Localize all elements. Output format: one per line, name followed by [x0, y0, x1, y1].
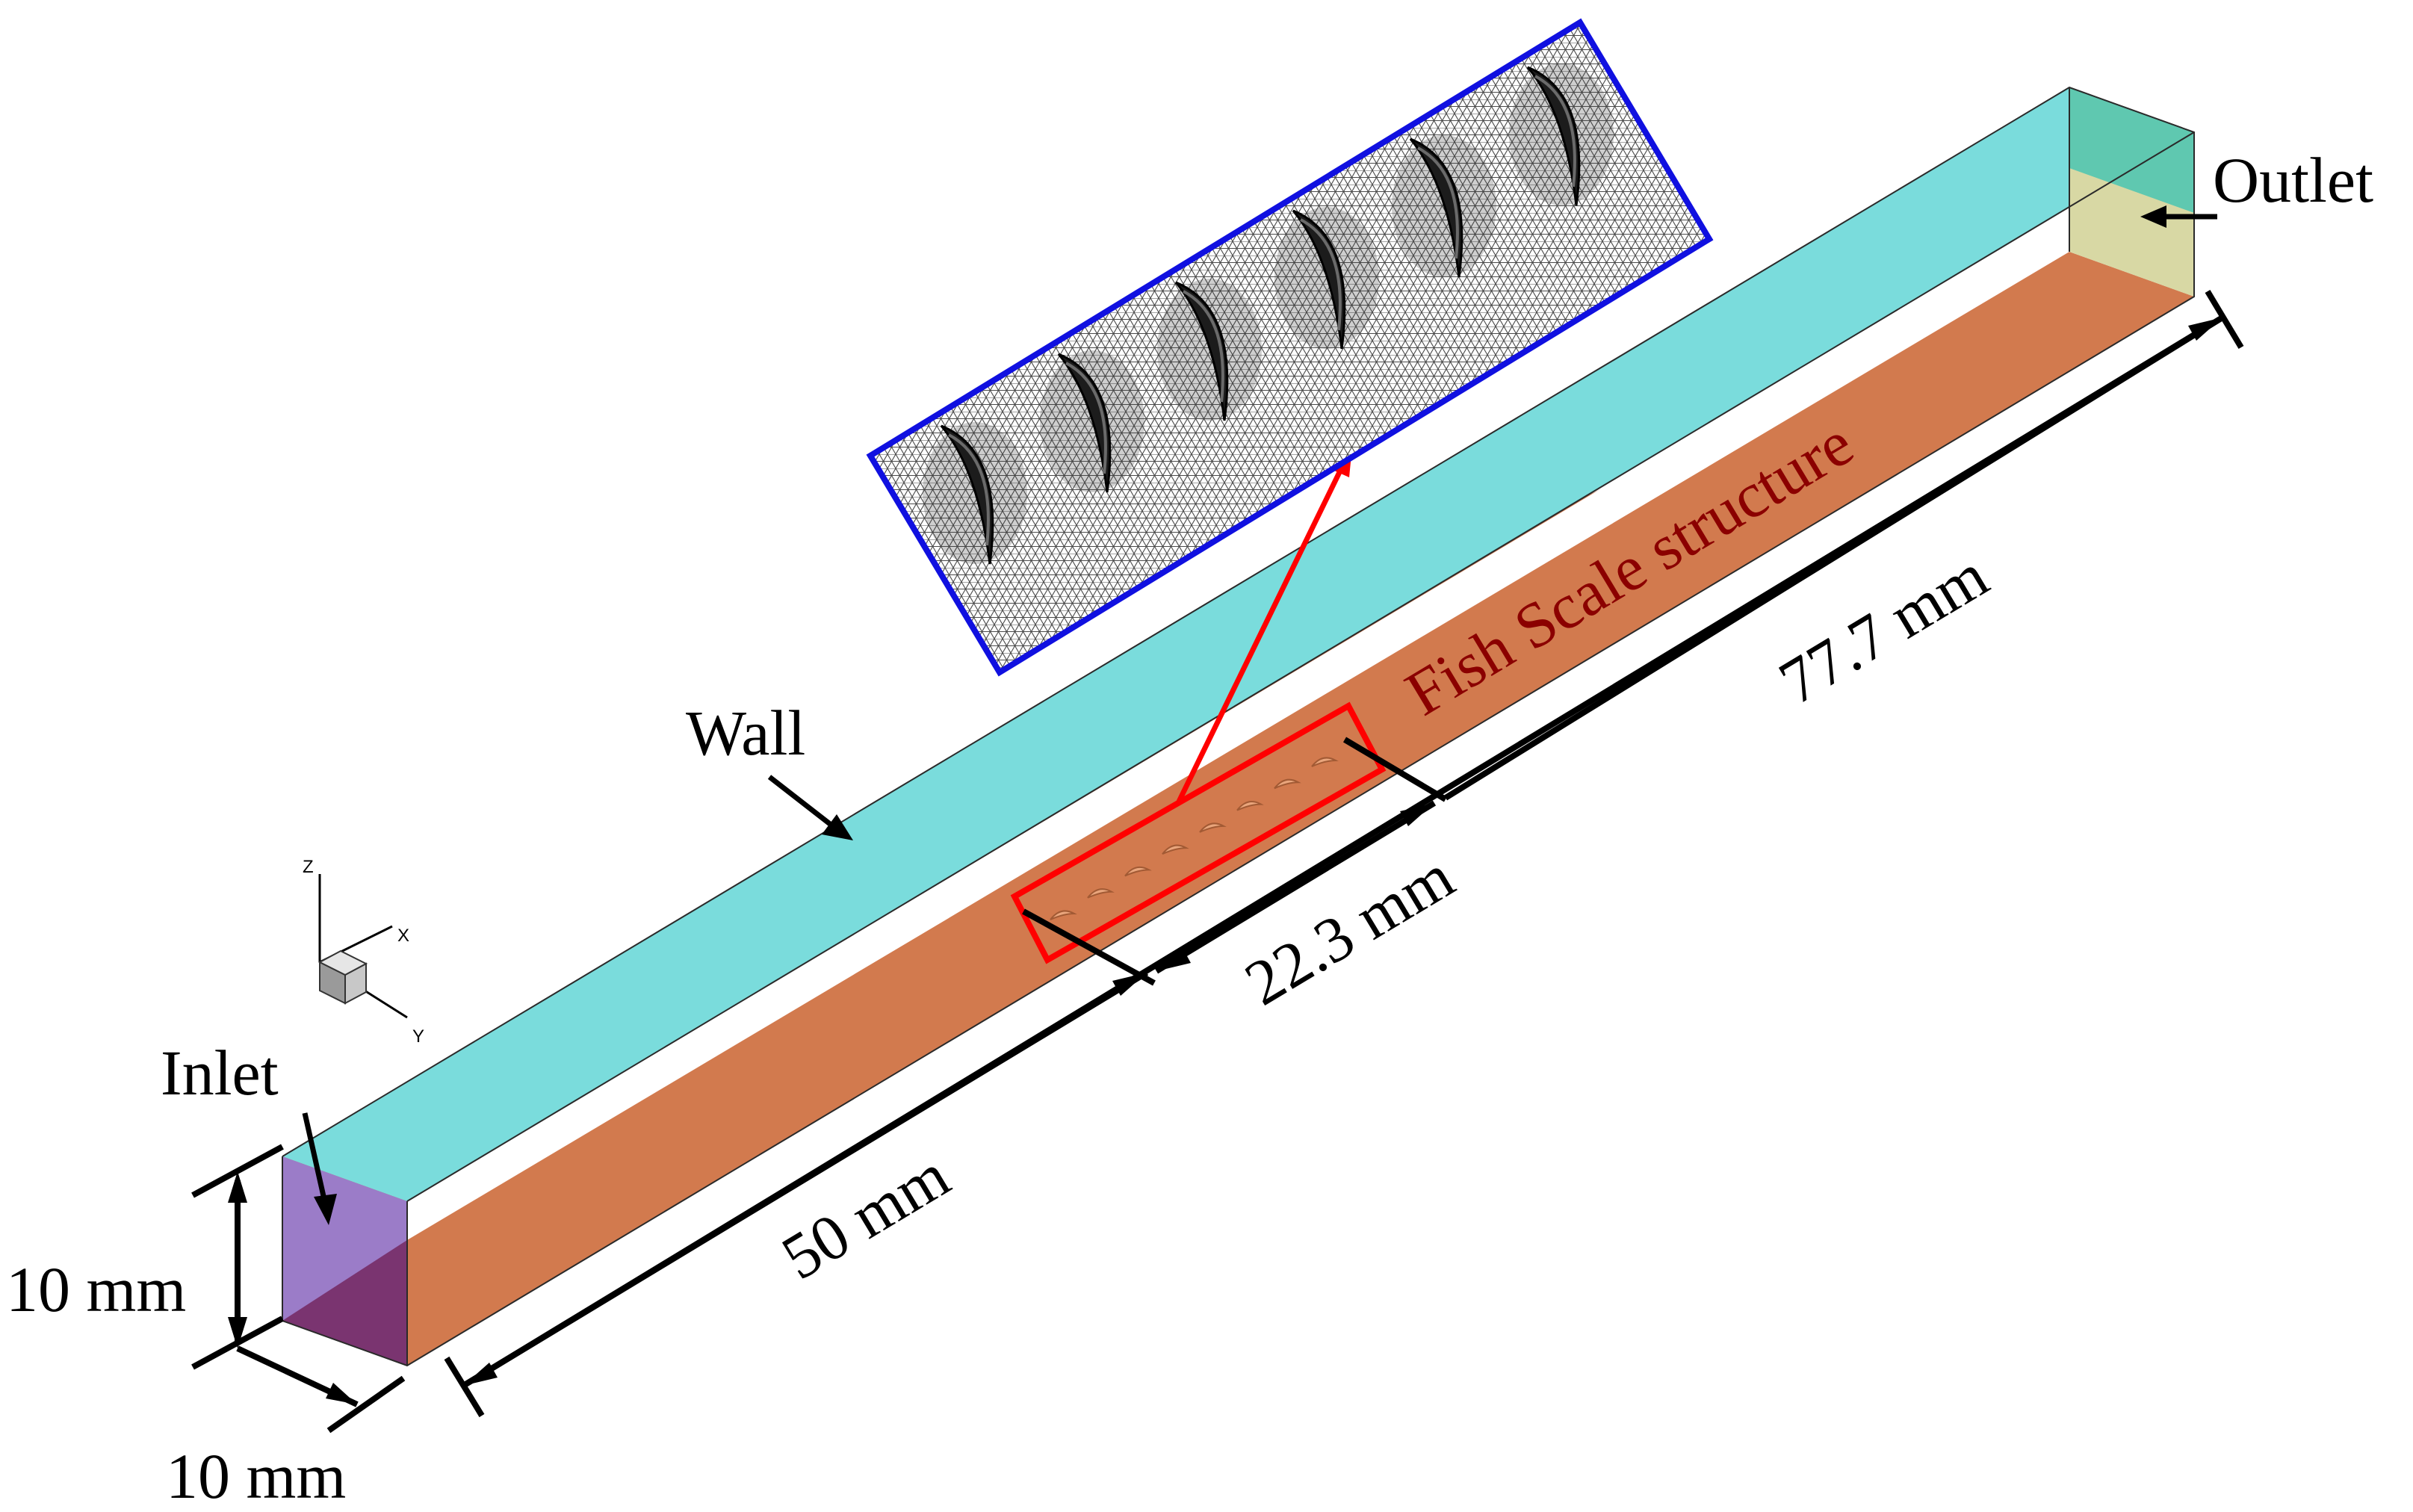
dim-line-scale — [1154, 800, 1437, 974]
channel-front-edge — [406, 131, 2195, 1202]
dim-arrow-height-top — [228, 1171, 247, 1203]
scale-length-dimension-label: 22.3 mm — [1233, 840, 1466, 1020]
axis-z-label: Z — [303, 857, 314, 877]
width-dimension-label: 10 mm — [166, 1440, 346, 1512]
wall-leader-head — [822, 814, 853, 840]
wall-label: Wall — [686, 697, 805, 769]
fish-scale-bump — [1274, 778, 1301, 790]
mesh-fish-scale-crescent — [1174, 281, 1229, 421]
dim-arrow-width — [326, 1383, 357, 1404]
axis-cube-top — [318, 949, 368, 976]
dim-tick-width-end — [326, 1375, 406, 1434]
mesh-crescent-highlight — [948, 433, 990, 546]
mesh-fish-scale-crescent — [1057, 353, 1112, 493]
fish-scale-bumps — [1050, 757, 1339, 920]
mesh-fish-scale-crescent — [1292, 209, 1346, 350]
zoom-arrow-line — [1176, 468, 1344, 803]
inlet-leader-head — [314, 1194, 337, 1225]
mesh-inset — [866, 18, 1714, 677]
axis-y-label: Y — [412, 1026, 424, 1047]
fish-scale-bump — [1236, 801, 1264, 811]
inlet-label: Inlet — [161, 1037, 279, 1109]
dim-arrow-scale-b — [1400, 803, 1434, 826]
mesh-fish-scale-crescent — [940, 424, 994, 565]
height-dimension-label: 10 mm — [6, 1254, 186, 1325]
inset-border — [866, 18, 1714, 677]
mesh-fish-scale-crescent — [1409, 137, 1463, 278]
dim-tick-entrance-end — [1022, 908, 1156, 986]
dim-tick-total-end — [2205, 289, 2244, 350]
inlet-leader — [302, 1112, 328, 1203]
dim-tick-scale-end — [1342, 737, 1448, 802]
wall-face-lower-edge — [407, 209, 2069, 1240]
dim-line-remaining — [1443, 315, 2225, 801]
fish-scale-bump — [1124, 866, 1152, 877]
dim-arrow-entrance — [1112, 973, 1147, 996]
mesh-crescent-highlight — [1065, 362, 1107, 474]
total-length-dimension-label: 77.7 mm — [1767, 539, 2000, 719]
entrance-dimension-label: 50 mm — [769, 1139, 961, 1294]
dim-arrow-scale-a — [1156, 948, 1191, 971]
outlet-leader-head — [2140, 205, 2166, 228]
wall-face — [282, 87, 2194, 1201]
outlet-label: Outlet — [2213, 144, 2373, 216]
mesh-crescent-highlight — [1183, 290, 1224, 403]
mesh-crescent-highlight — [1534, 75, 1576, 188]
highlight-rectangle — [1010, 701, 1387, 964]
mesh-scale-group — [923, 63, 1614, 565]
inlet-lower-face — [282, 1240, 407, 1366]
axis-x-label: X — [397, 926, 409, 946]
dim-line-entrance — [461, 970, 1149, 1389]
mesh-fish-scale-crescent — [1526, 66, 1581, 206]
wall-leader — [767, 775, 839, 831]
dim-arrow-height-bottom — [228, 1317, 247, 1348]
fish-scale-bump — [1199, 822, 1227, 833]
dim-tick-height-top — [191, 1144, 284, 1198]
axis-triad: Z X Y — [303, 857, 424, 1047]
fish-scale-bump — [1050, 910, 1077, 920]
fish-scale-bump — [1162, 844, 1189, 855]
fish-scale-bump — [1311, 757, 1339, 767]
mesh-crescent-highlight — [1417, 146, 1459, 259]
mesh-crescent-highlight — [1300, 218, 1342, 331]
fish-scale-bump — [1087, 888, 1115, 899]
outlet-top — [2069, 87, 2194, 213]
